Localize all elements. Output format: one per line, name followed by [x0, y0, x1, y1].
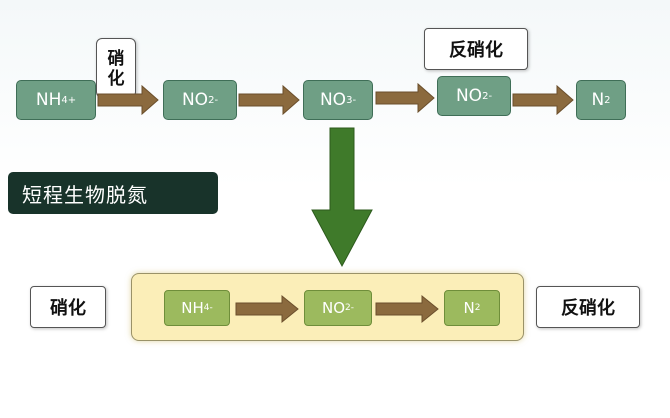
denitrification-label: 反硝化 — [424, 28, 528, 70]
top-node-no3-sup: - — [352, 94, 357, 106]
bottom-node-no2-base: NO — [321, 299, 346, 317]
top-node-no2-b-sub: 2 — [482, 90, 489, 102]
arrow-nh4-to-no2 — [97, 84, 159, 116]
top-node-no2-a-sub: 2 — [208, 94, 215, 106]
bottom-node-no2-sub: 2 — [345, 303, 351, 313]
top-node-n2-base: N — [591, 90, 605, 110]
top-node-no2-b-sup: - — [488, 90, 493, 102]
bottom-node-nh4-sup: - — [209, 303, 213, 313]
top-node-nh4-sub: 4 — [61, 94, 68, 106]
arrow-no3-to-no2 — [375, 82, 435, 114]
bottom-denitrification-label-text: 反硝化 — [561, 298, 615, 319]
bottom-nitrification-label-text: 硝化 — [50, 298, 86, 319]
bottom-nitrification-label: 硝化 — [30, 286, 106, 328]
top-node-no3-sub: 3 — [346, 94, 353, 106]
denitrification-label-text: 反硝化 — [449, 40, 503, 61]
short-cut-denitrification-banner: 短程生物脱氮 — [8, 172, 218, 214]
shortcut-down-arrow — [311, 127, 373, 268]
bottom-node-n2-base: N — [463, 299, 475, 317]
bottom-arrow-no2-to-n2 — [375, 294, 439, 324]
arrow-no2-to-n2 — [512, 84, 574, 116]
top-node-no2-a-sup: - — [214, 94, 219, 106]
top-node-nh4-sup: + — [67, 94, 77, 106]
bottom-node-nh4-base: NH — [181, 299, 204, 317]
top-node-n2-sub: 2 — [604, 94, 611, 106]
banner-title: 短程生物脱氮 — [22, 182, 148, 207]
bottom-arrow-nh4-to-no2 — [235, 294, 299, 324]
bottom-node-nh4-sub: 4 — [203, 303, 210, 313]
top-node-no3-base: NO — [319, 90, 347, 110]
bottom-node-n2-sup: 2 — [474, 303, 481, 313]
nitrification-label: 硝化 — [96, 38, 136, 98]
top-node-no2-b-base: NO — [455, 86, 483, 106]
top-node-no2-a-base: NO — [181, 90, 209, 110]
top-node-nh4-base: NH — [35, 90, 62, 110]
arrow-no2-to-no3 — [238, 84, 300, 116]
nitrification-label-text: 硝化 — [107, 49, 125, 89]
bottom-node-no2-sup: - — [350, 303, 354, 313]
bottom-denitrification-label: 反硝化 — [536, 286, 640, 328]
